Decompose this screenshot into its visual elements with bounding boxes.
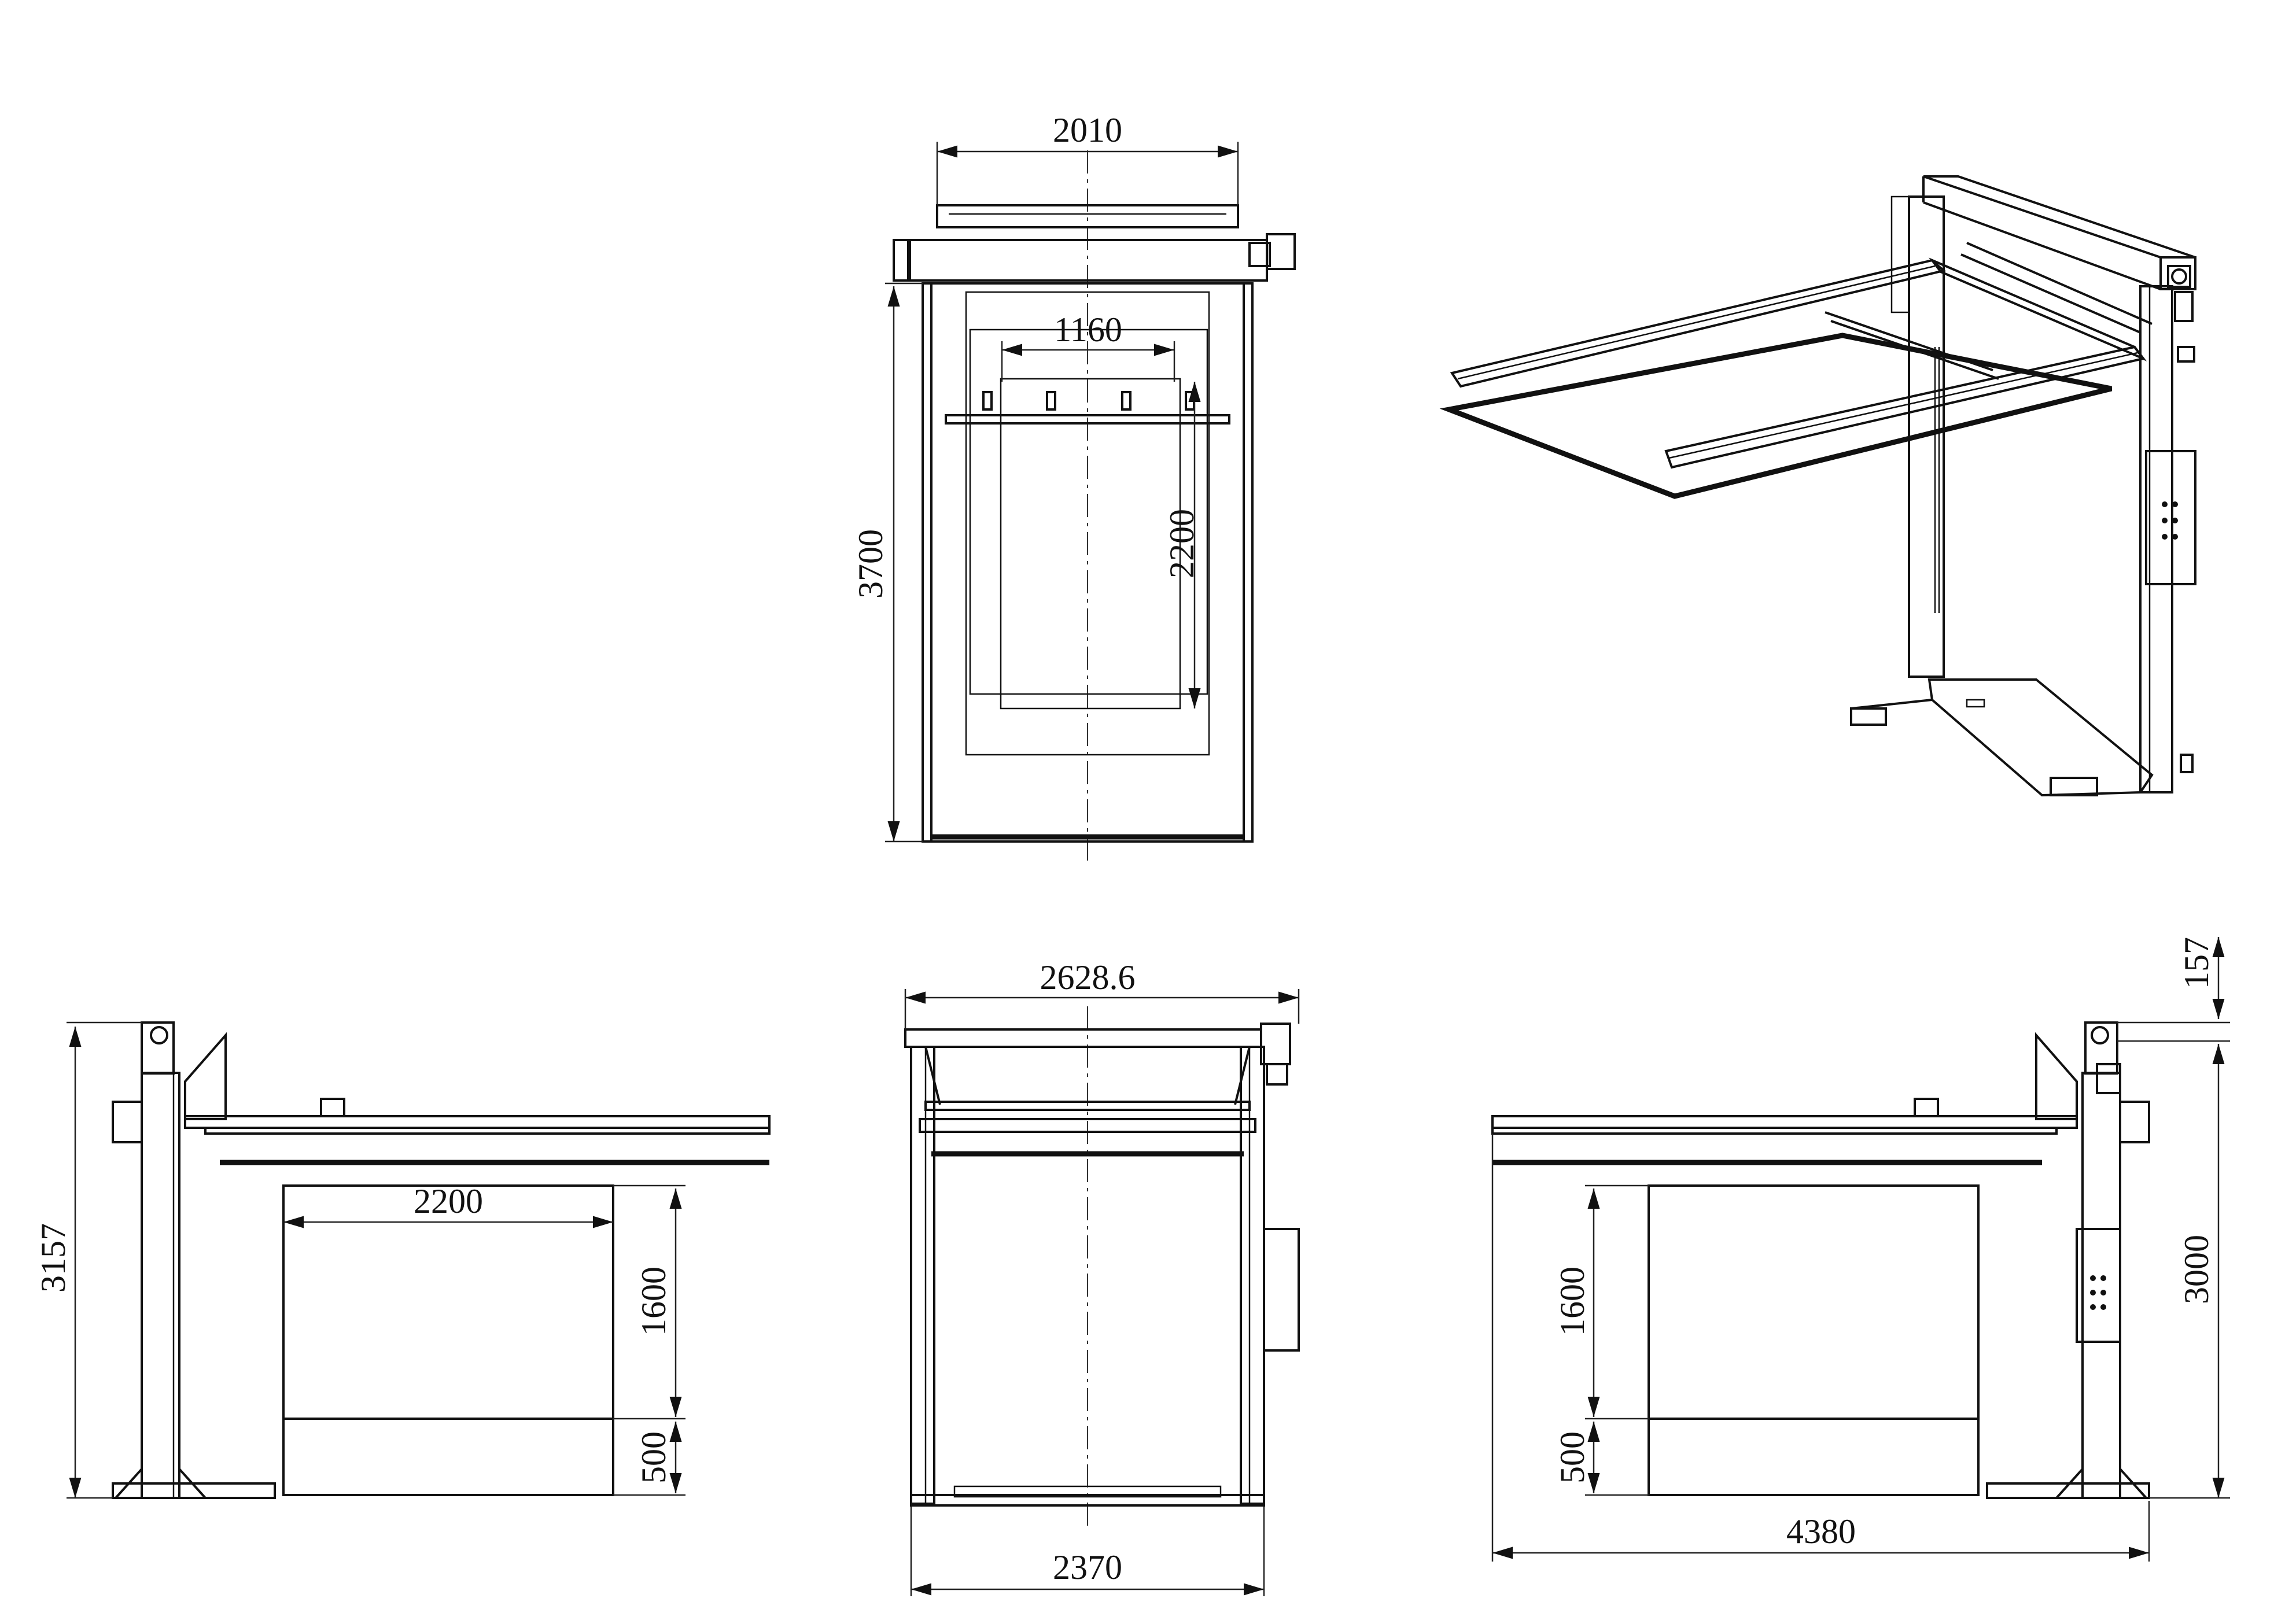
dim-right-base-height: 500: [1553, 1431, 1591, 1483]
dim-right-width: 4380: [1786, 1512, 1856, 1551]
dim-top-inner-width: 1160: [1054, 311, 1122, 349]
right-side-view: 1600 500 157 3000 4380: [1491, 937, 2230, 1562]
dim-top-width: 2010: [1053, 111, 1122, 149]
isometric-view: [1439, 175, 2196, 797]
dim-right-box-height: 1600: [1553, 1267, 1591, 1336]
dim-left-height: 3157: [34, 1223, 72, 1293]
dim-left-base-height: 500: [635, 1431, 673, 1483]
top-view-dimensions: 2010 1160 3700 2200: [852, 111, 1239, 843]
dim-top-inner-height: 2200: [1163, 509, 1201, 578]
dim-right-top-offset: 157: [2177, 937, 2216, 989]
dim-right-height: 3000: [2177, 1235, 2216, 1304]
dim-front-bottom-width: 2370: [1053, 1548, 1122, 1586]
left-side-view: 3157 2200 1600 500: [34, 1021, 771, 1499]
dim-front-top-width: 2628.6: [1040, 958, 1136, 996]
dim-top-height: 3700: [852, 529, 890, 599]
front-view: 2628.6 2370: [904, 958, 1300, 1596]
top-view: [893, 150, 1296, 862]
dim-left-inner-width: 2200: [414, 1182, 483, 1220]
dim-left-box-height: 1600: [635, 1267, 673, 1336]
